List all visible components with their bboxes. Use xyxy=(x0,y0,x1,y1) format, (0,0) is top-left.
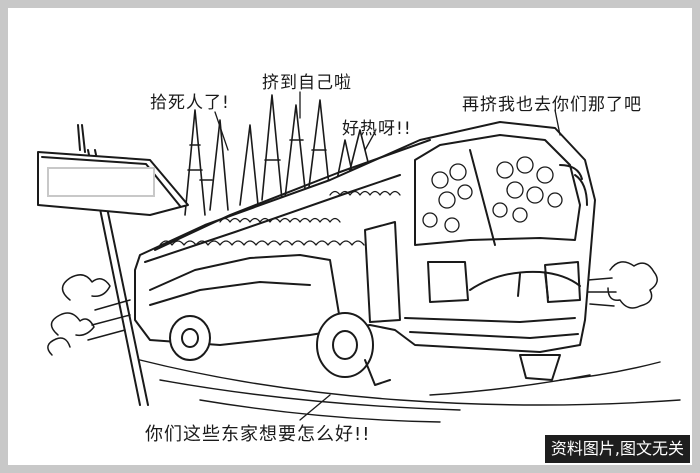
speech-passenger-middle: 挤到自己啦 xyxy=(262,73,352,93)
bus-body xyxy=(134,121,596,353)
speech-driver: 再挤我也去你们那了吧 xyxy=(462,95,642,115)
sweat-puffs-left xyxy=(47,274,131,356)
road-lines xyxy=(139,359,681,423)
speech-pointers xyxy=(214,91,561,421)
speech-passenger-small: 好热呀!! xyxy=(342,119,412,139)
source-watermark: 资料图片,图文无关 xyxy=(544,435,690,463)
speech-passenger-left: 拾死人了! xyxy=(150,93,230,113)
crowd-on-roof xyxy=(159,190,401,246)
bottom-caption: 你们这些东家想要怎么好!! xyxy=(145,424,371,445)
signpost-label-box xyxy=(47,167,155,197)
crowd-in-windshield xyxy=(422,156,563,233)
bus-wheels xyxy=(169,312,561,386)
